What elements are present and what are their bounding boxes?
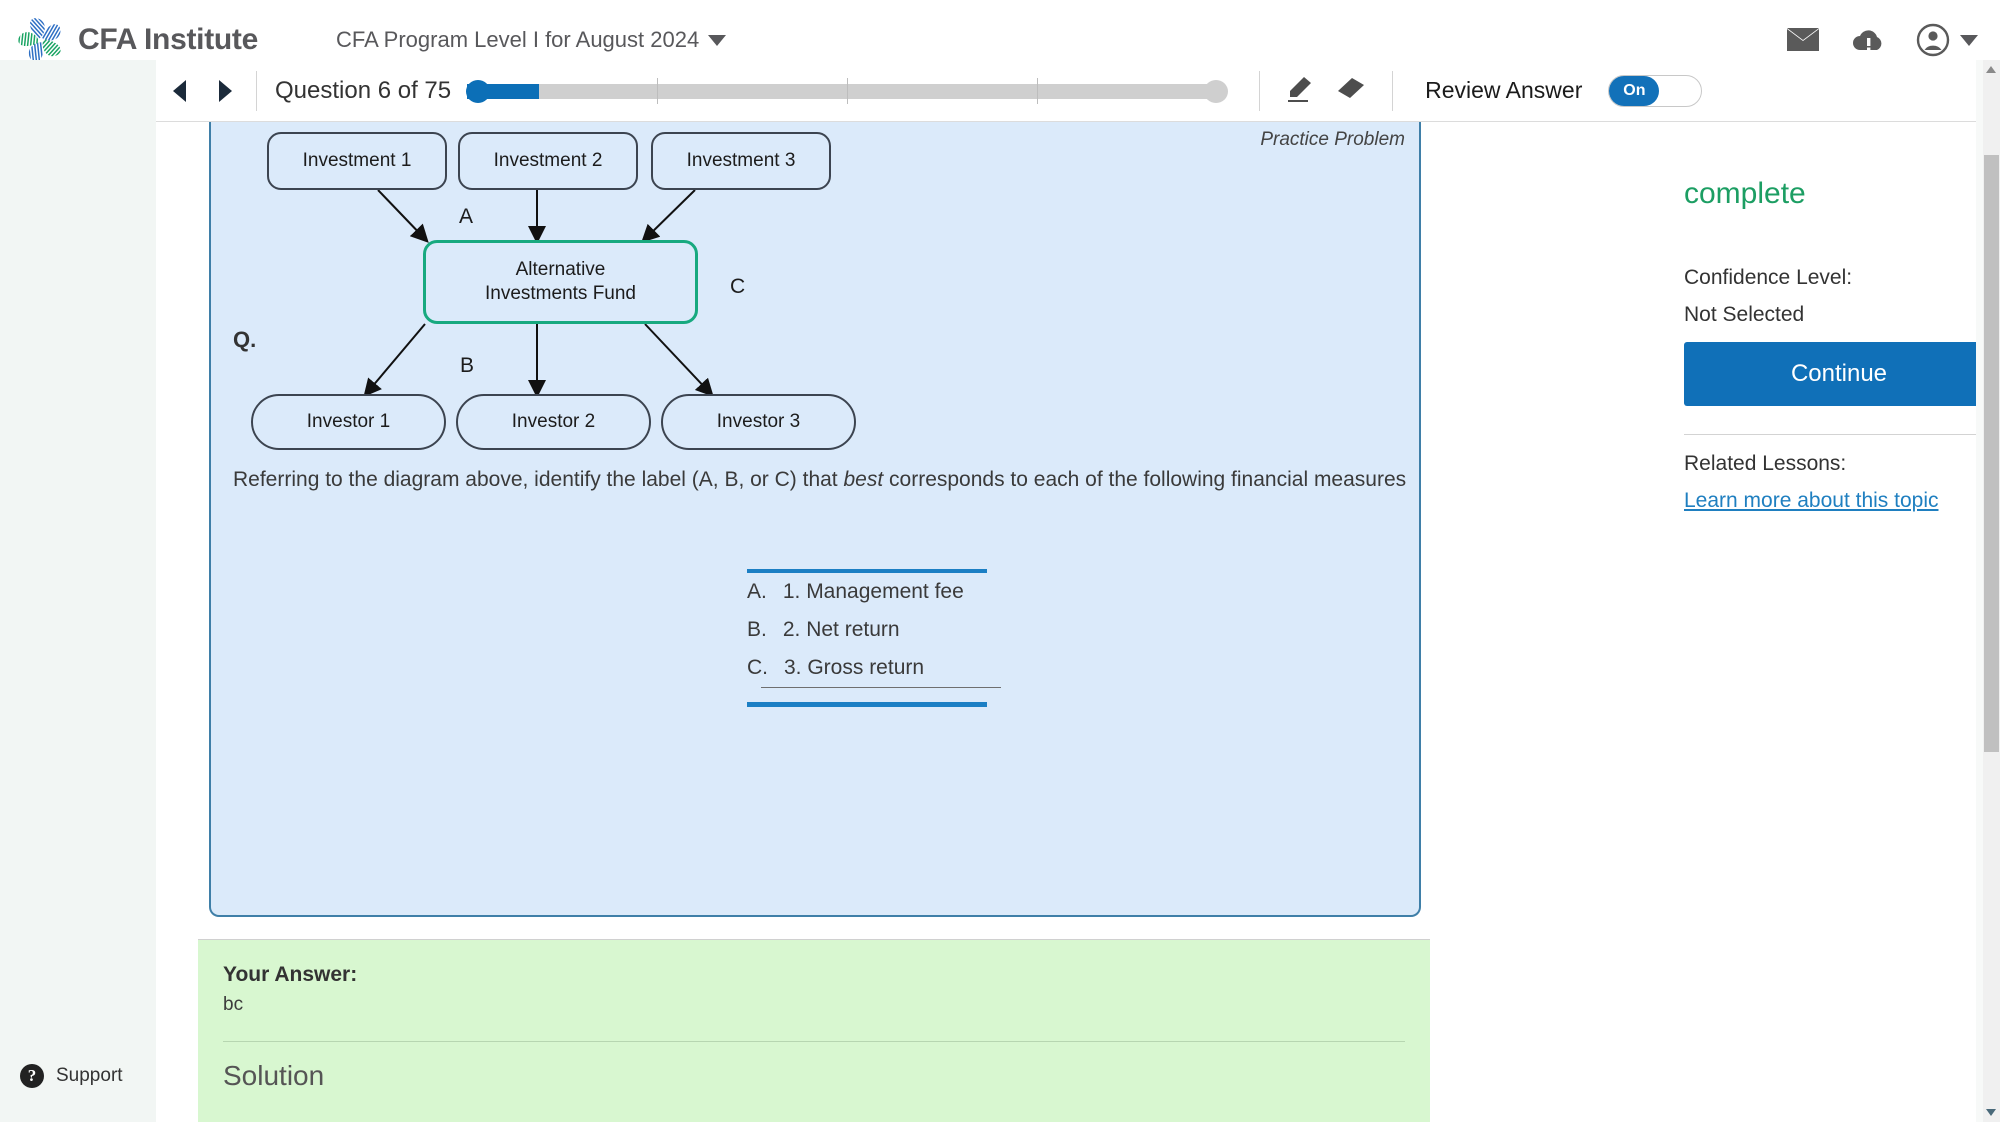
answer-table-thin-rule: [761, 687, 1001, 688]
prev-question-button[interactable]: [156, 68, 202, 114]
table-row[interactable]: C. 3. Gross return: [729, 649, 999, 687]
fund-flow-diagram: Investment 1 Investment 2 Investment 3 A…: [211, 122, 1423, 552]
diagram-node-investor-3: Investor 3: [661, 394, 856, 450]
question-counter: Question 6 of 75: [275, 76, 452, 104]
scrollbar-thumb[interactable]: [1984, 155, 1999, 752]
answer-row-label: A.: [747, 580, 767, 603]
diagram-node-investment-3: Investment 3: [651, 132, 831, 190]
continue-button[interactable]: Continue: [1684, 342, 1994, 406]
diagram-node-alternative-investments-fund: Alternative Investments Fund: [423, 240, 698, 324]
triangle-left-icon: [172, 79, 186, 102]
confidence-level-label: Confidence Level:: [1684, 266, 1853, 289]
panel-divider: [223, 1041, 1405, 1042]
question-marker: Q.: [233, 327, 257, 352]
account-menu[interactable]: [1916, 23, 1978, 57]
scroll-up-arrow-icon[interactable]: [1986, 66, 1996, 73]
review-answer-toggle-state: On: [1609, 75, 1660, 106]
diagram-node-investor-1: Investor 1: [251, 394, 446, 450]
question-prompt: Referring to the diagram above, identify…: [233, 464, 1408, 496]
your-answer-value: bc: [223, 994, 244, 1015]
question-content-area: Practice Problem Q. Inv: [156, 122, 1816, 1122]
toolbar-divider: [1259, 70, 1261, 111]
toolbar-divider: [256, 70, 257, 111]
diagram-arrows: [363, 189, 714, 398]
related-lessons-label: Related Lessons:: [1684, 452, 1847, 475]
answer-row-text: 2. Net return: [782, 618, 900, 641]
page-scrollbar[interactable]: [1976, 60, 2000, 1122]
answer-matching-table: A. 1. Management fee B. 2. Net return C.…: [729, 569, 1001, 707]
toolbar-divider: [1392, 70, 1394, 111]
review-answer-label: Review Answer: [1425, 77, 1583, 103]
review-answer-toggle[interactable]: On: [1608, 74, 1703, 107]
triangle-right-icon: [218, 79, 232, 102]
answer-row-label: C.: [747, 656, 768, 679]
fund-node-line-2: Investments Fund: [484, 283, 637, 304]
related-lessons-link[interactable]: Learn more about this topic: [1684, 489, 1939, 512]
practice-problem-badge: Practice Problem: [1260, 129, 1405, 150]
support-label: Support: [56, 1065, 123, 1086]
answer-table-top-rule: [747, 569, 987, 573]
diagram-label-c: C: [730, 275, 746, 298]
table-row[interactable]: B. 2. Net return: [729, 611, 999, 649]
brand-name: CFA Institute: [78, 23, 258, 56]
question-circle-icon: ?: [20, 1064, 44, 1088]
status-badge: complete: [1684, 177, 1806, 210]
diagram-node-investment-1: Investment 1: [267, 132, 447, 190]
cfa-pinwheel-logo: [14, 13, 68, 67]
cloud-alert-icon[interactable]: [1852, 26, 1884, 54]
scroll-down-arrow-icon[interactable]: [1986, 1109, 1996, 1116]
eraser-icon[interactable]: [1334, 73, 1368, 108]
course-title-label: CFA Program Level I for August 2024: [335, 27, 700, 52]
progress-end-cap: [1204, 79, 1229, 103]
caret-down-icon: [1960, 34, 1978, 46]
answer-row-label: B.: [747, 618, 767, 641]
your-answer-panel: Your Answer: bc Solution: [198, 939, 1430, 1122]
progress-tick: [657, 77, 659, 104]
prompt-part-1: Referring to the diagram above, identify…: [233, 468, 844, 491]
confidence-level-value: Not Selected: [1684, 303, 1805, 326]
header-icon-group: [1786, 23, 1978, 57]
panel-divider: [1684, 434, 1994, 435]
annotation-tools: Review Answer On: [1251, 70, 1703, 111]
highlighter-pen-icon[interactable]: [1284, 73, 1318, 108]
diagram-label-a: A: [459, 205, 474, 228]
progress-handle[interactable]: [466, 79, 491, 103]
progress-tick: [1037, 77, 1039, 104]
question-toolbar: Question 6 of 75: [156, 60, 2000, 122]
prompt-part-2: corresponds to each of the following fin…: [883, 468, 1407, 491]
your-answer-title: Your Answer:: [223, 963, 358, 986]
table-row[interactable]: A. 1. Management fee: [729, 573, 999, 611]
answer-row-text: 3. Gross return: [784, 656, 925, 679]
fund-node-line-1: Alternative: [515, 259, 606, 281]
support-button[interactable]: ? Support: [20, 1064, 123, 1088]
answer-row-text: 1. Management fee: [782, 580, 964, 603]
answer-table-bottom-rule: [747, 702, 987, 707]
brand-logo[interactable]: CFA Institute: [14, 13, 258, 67]
envelope-icon[interactable]: [1786, 27, 1820, 53]
question-card: Practice Problem Q. Inv: [209, 122, 1421, 917]
question-status-panel: complete Confidence Level: Not Selected …: [1660, 122, 2000, 1122]
diagram-node-investor-2: Investor 2: [456, 394, 651, 450]
solution-title: Solution: [223, 1060, 325, 1091]
diagram-node-investment-2: Investment 2: [458, 132, 638, 190]
course-selector[interactable]: CFA Program Level I for August 2024: [335, 27, 727, 53]
diagram-label-b: B: [460, 354, 475, 377]
left-rail: ? Support: [0, 60, 156, 1122]
question-progress-slider[interactable]: [466, 77, 1229, 104]
account-circle-icon: [1916, 23, 1950, 57]
caret-down-icon: [708, 34, 727, 46]
next-question-button[interactable]: [202, 68, 248, 114]
prompt-emphasis: best: [843, 468, 884, 491]
progress-tick: [847, 77, 849, 104]
